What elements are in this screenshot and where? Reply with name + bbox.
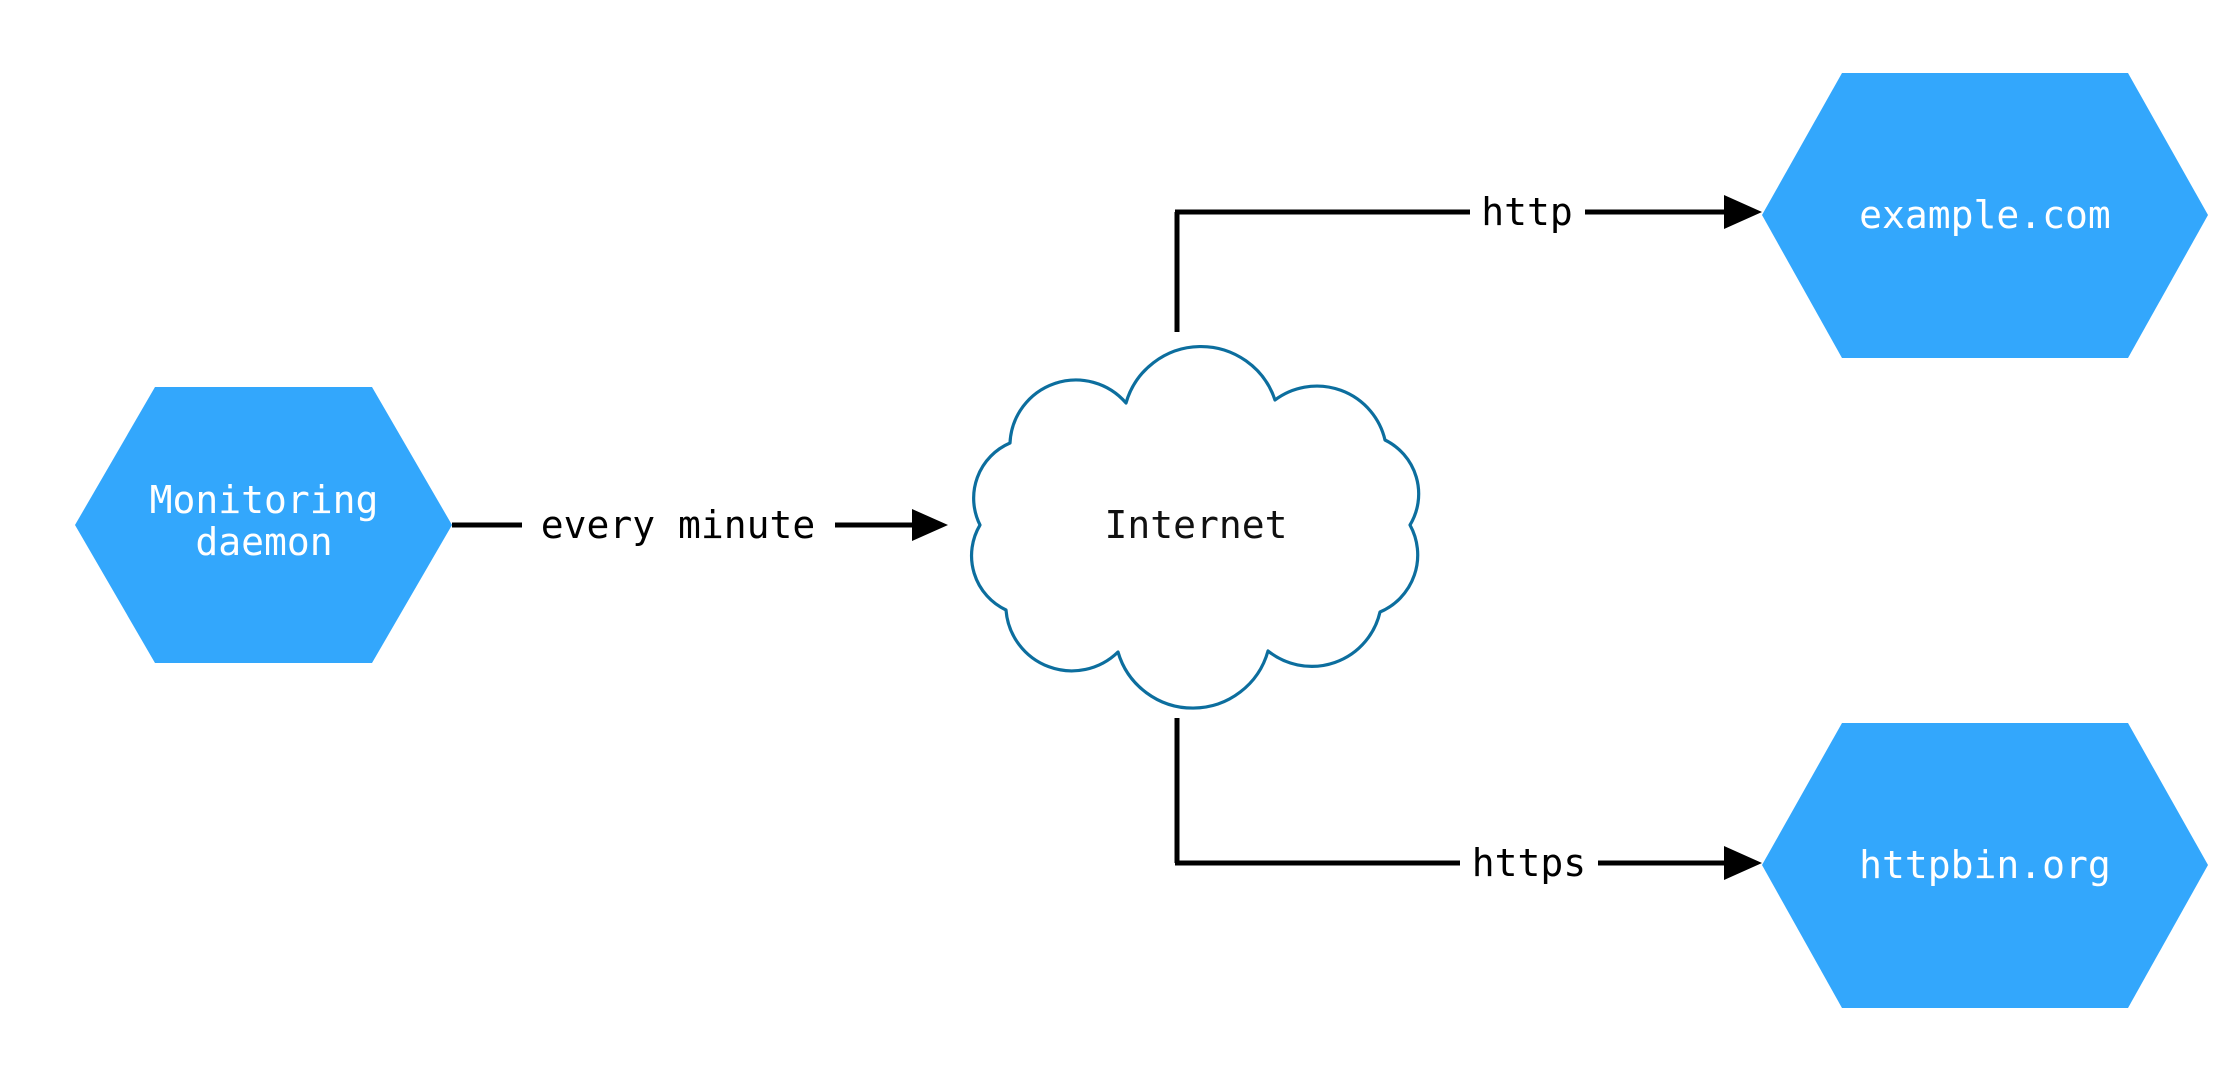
internet-label: Internet [1104,503,1287,547]
edge-label-https: https [1472,841,1586,885]
node-monitoring-daemon[interactable]: Monitoring daemon [75,387,452,663]
node-httpbin-org[interactable]: httpbin.org [1762,723,2208,1008]
edge-internet-to-httpbin: https [1174,718,1762,885]
httpbin-org-hexagon[interactable] [1762,723,2208,1008]
example-com-label: example.com [1859,193,2111,237]
edge-label-http: http [1481,190,1573,234]
edge-daemon-to-internet: every minute [452,503,948,547]
edge-internet-to-httpbin-arrowhead [1724,846,1762,880]
edge-daemon-to-internet-arrowhead [912,509,948,541]
node-internet[interactable]: Internet [969,344,1421,710]
example-com-hexagon[interactable] [1762,73,2208,358]
edge-internet-to-example: http [1174,190,1762,332]
monitoring-daemon-label-line1: Monitoring [150,478,379,522]
edge-label-every-minute: every minute [541,503,816,547]
httpbin-org-label: httpbin.org [1859,843,2111,887]
monitoring-daemon-label-line2: daemon [195,520,332,564]
edge-internet-to-example-arrowhead [1724,195,1762,229]
internet-cloud-shape[interactable] [969,344,1421,710]
node-example-com[interactable]: example.com [1762,73,2208,358]
monitoring-daemon-hexagon[interactable] [75,387,452,663]
